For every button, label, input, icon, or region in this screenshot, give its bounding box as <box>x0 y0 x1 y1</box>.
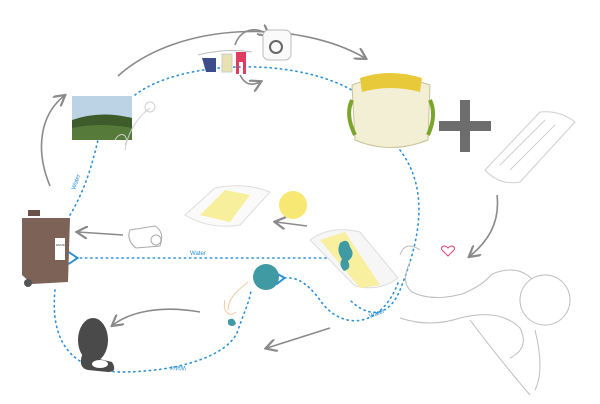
water-label: Water <box>170 364 186 370</box>
water-flow-top <box>134 66 361 96</box>
arrow-to-diaper <box>117 30 365 77</box>
water-flow-bottom <box>53 289 252 373</box>
stool-dot <box>253 264 279 290</box>
plus-icon <box>439 100 491 152</box>
water-label: Water <box>190 251 206 257</box>
water-flow-bin-to-photo <box>69 139 99 216</box>
arrow-to-hand <box>267 327 331 348</box>
flower-sketch <box>114 101 156 151</box>
wet-pad <box>184 185 271 227</box>
arrow-to-pad <box>276 222 308 226</box>
diaper-insert <box>484 111 576 184</box>
hand-sketch <box>223 281 249 326</box>
water-flow-to-stool <box>283 278 399 322</box>
arrow-to-photo <box>40 96 64 187</box>
roll-sketch <box>128 225 163 249</box>
washing-machine-icon <box>262 29 292 61</box>
water-label: Water <box>369 309 386 320</box>
landscape-photo <box>72 96 132 140</box>
heart-icon <box>441 245 455 257</box>
water-label: Water <box>71 174 82 191</box>
arrow-dry-loop <box>239 74 260 84</box>
urine-dot <box>279 191 307 219</box>
bin-label: WASTE <box>56 244 65 247</box>
arrow-to-bin <box>78 232 124 235</box>
baby-sketch <box>399 245 571 396</box>
toilet-illustration <box>78 318 115 372</box>
arrow-to-toilet <box>113 308 201 325</box>
cloth-diaper <box>347 73 435 148</box>
clothesline-illustration <box>197 50 253 74</box>
arrow-to-baby <box>470 194 499 256</box>
waste-bin: WASTE <box>22 210 70 287</box>
soiled-pad <box>309 229 399 289</box>
water-flow-diaper-down <box>349 149 420 314</box>
